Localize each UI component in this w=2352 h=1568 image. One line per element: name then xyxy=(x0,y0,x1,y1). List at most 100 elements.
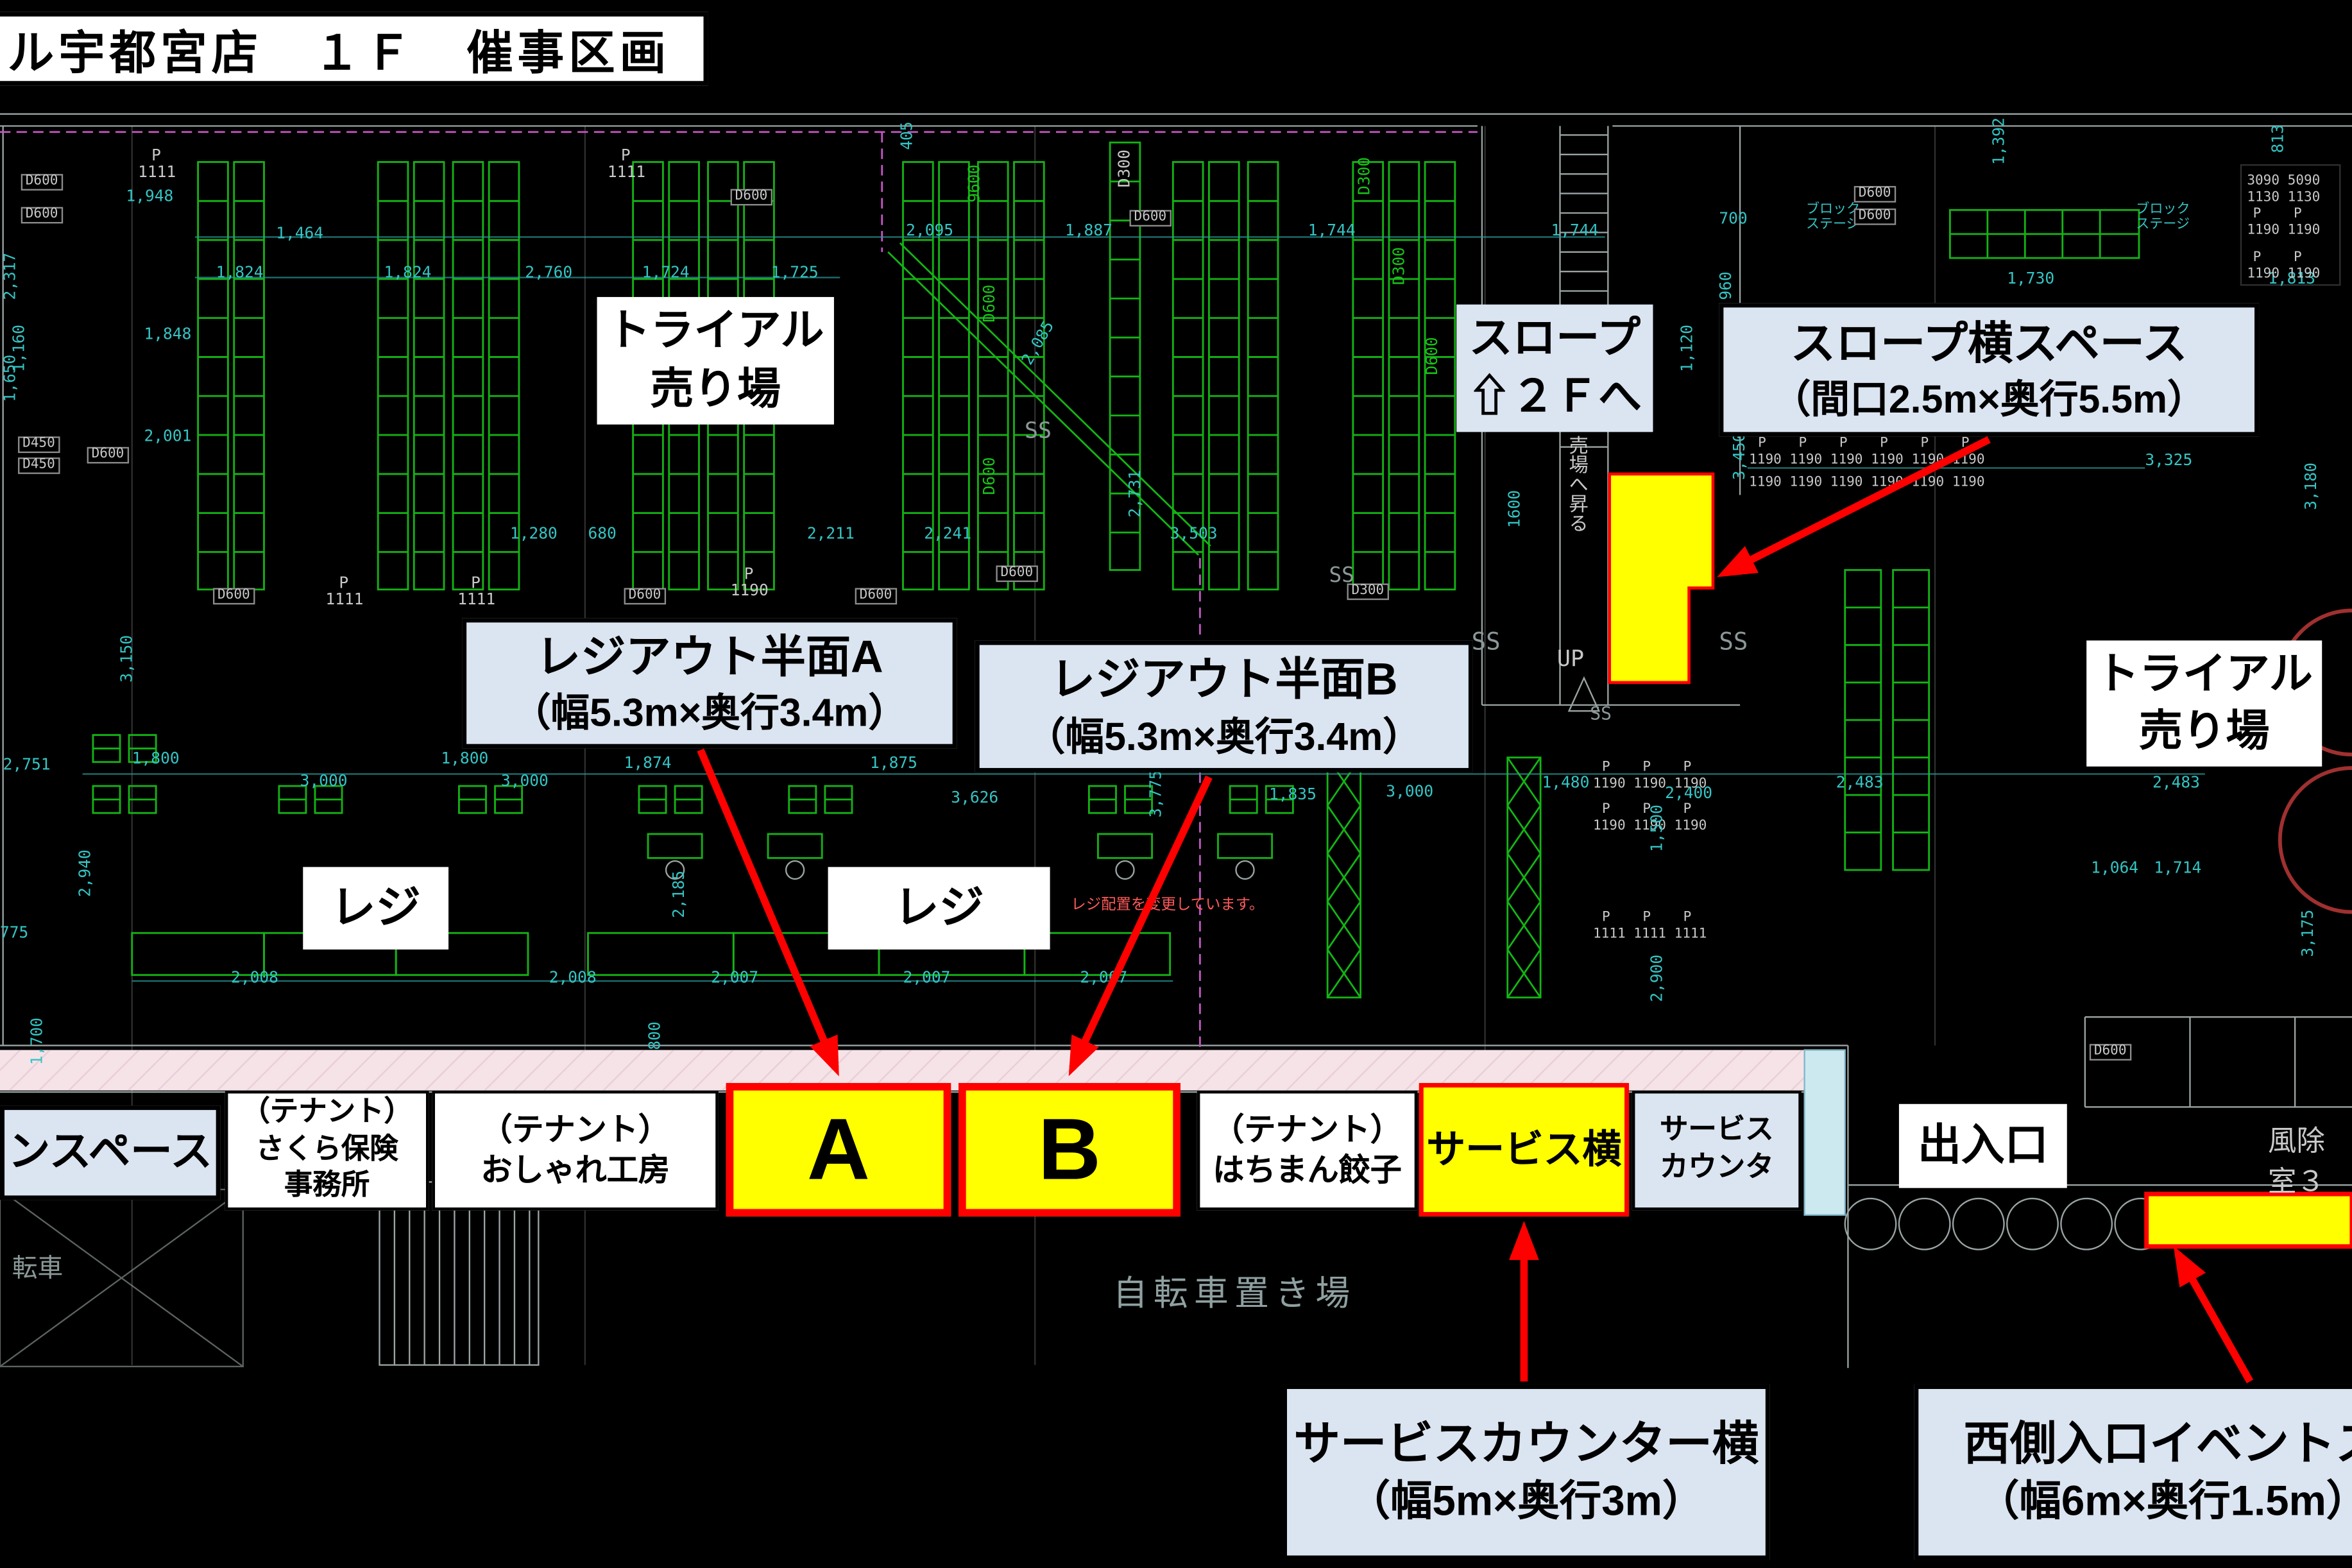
cad-text: 2,940 xyxy=(76,849,95,898)
cad-text: 1,700 xyxy=(28,1018,47,1065)
zone-box-b: B xyxy=(958,1083,1181,1217)
cad-text: 1,848 xyxy=(144,325,192,344)
dimension-lines xyxy=(82,236,2205,982)
cad-text: P xyxy=(471,574,481,593)
cad-text: 1,824 xyxy=(216,264,264,282)
zone-box-service-side: サービス横 xyxy=(1419,1083,1630,1217)
cad-text: 960 xyxy=(1717,271,1736,300)
cad-text: 2,317 xyxy=(1,252,20,300)
zone-letter: B xyxy=(1038,1100,1101,1198)
zone-box-a: A xyxy=(726,1083,951,1217)
cad-text: 2,760 xyxy=(525,264,573,282)
cad-text: D300 xyxy=(1390,247,1409,285)
cad-text: 1,725 xyxy=(771,264,819,282)
cad-text: 3,000 xyxy=(1386,783,1434,801)
label-windbreak-room: 風除室３ xyxy=(2268,1126,2325,1199)
cad-text: 1,280 xyxy=(509,525,558,543)
cad-text: 1190 1190 1190 1190 1190 1190 xyxy=(1749,475,1985,491)
cad-text: D600 xyxy=(1129,210,1172,227)
cad-text: D600 xyxy=(21,207,63,224)
slope-side-highlight xyxy=(1608,472,1715,685)
label-line: スロープ xyxy=(1469,315,1640,364)
cad-text: 1600 xyxy=(1506,490,1524,528)
cad-text: SS xyxy=(1590,703,1612,725)
cad-text: P P xyxy=(2253,207,2302,223)
cad-text: 1190 1190 1190 1190 1190 1190 xyxy=(1749,453,1985,468)
cad-text: 9600 xyxy=(966,164,984,203)
cad-text: D450 xyxy=(18,457,60,474)
cad-text: 2,751 xyxy=(3,756,51,774)
cad-text: D300 xyxy=(1356,157,1374,195)
tenant-box-oshare-kobo: （テナント） おしゃれ工房 xyxy=(432,1090,719,1211)
cad-text: 3,325 xyxy=(2145,451,2193,470)
cad-text: 1,744 xyxy=(1551,222,1599,241)
label-line: （幅6m×奥行1.5m） xyxy=(1977,1478,2352,1525)
west-entrance-highlight xyxy=(2144,1191,2352,1249)
cad-text: 1,800 xyxy=(441,750,489,769)
cad-text: ステージ xyxy=(1805,217,1860,233)
cad-text: 1190 1190 xyxy=(2247,267,2321,282)
cad-text: 1,714 xyxy=(2154,859,2202,878)
up-triangle xyxy=(1567,676,1601,712)
tenant-label: はちまん餃子 xyxy=(1213,1153,1402,1188)
cad-text: D600 xyxy=(730,189,772,206)
label-register-1: レジ xyxy=(303,867,449,950)
cad-text: P P P xyxy=(1601,802,1692,818)
cad-text: 1,813 xyxy=(2268,269,2315,288)
cad-text: 3,503 xyxy=(1170,525,1218,543)
label-line: （幅5m×奥行3m） xyxy=(1348,1478,1705,1525)
label-line: 売り場 xyxy=(650,365,781,414)
tenant-label: （テナント） xyxy=(241,1096,413,1129)
cad-text: D600 xyxy=(981,284,1000,323)
cad-text: 680 xyxy=(588,525,617,543)
cad-text: D450 xyxy=(18,436,60,454)
label-exit: 出入口 xyxy=(1898,1104,2067,1188)
tenant-box-hachiman-gyoza: （テナント） はちまん餃子 xyxy=(1197,1090,1418,1211)
zone-letter: A xyxy=(806,1100,870,1198)
label-trial-sales-floor-left: トライアル 売り場 xyxy=(597,296,834,425)
label-register-out-half-a: レジアウト半面A （幅5.3m×奥行3.4m） xyxy=(462,618,957,749)
cad-text: 2,007 xyxy=(711,969,759,987)
cad-text: 2,483 xyxy=(2152,774,2200,792)
label-line: トライアル xyxy=(607,307,824,356)
label-line: サービスカウンター横 xyxy=(1293,1417,1759,1470)
cad-text: 3,626 xyxy=(951,788,999,807)
cad-text: 2,085 xyxy=(1018,318,1059,368)
page-title: ル宇都宮店 １Ｆ 催事区画 xyxy=(0,12,708,86)
cad-text: 813 xyxy=(2269,124,2288,153)
cad-text: 2,400 xyxy=(1665,784,1713,803)
cad-text: 1,875 xyxy=(870,754,917,773)
cad-text: 3,180 xyxy=(2302,463,2321,510)
cad-text: SS xyxy=(1471,627,1501,656)
zone-label: サービス横 xyxy=(1426,1125,1622,1172)
tenant-label: さくら保険 xyxy=(255,1133,398,1165)
cad-text: D600 xyxy=(855,588,897,605)
cad-text: 2,008 xyxy=(549,969,597,987)
cad-text: 1190 1190 1190 xyxy=(1592,777,1707,792)
cad-text: 1,500 xyxy=(1648,805,1667,852)
cad-text: ステージ xyxy=(2136,217,2190,233)
cad-text: 3090 5090 xyxy=(2247,174,2321,189)
cad-text: 2,241 xyxy=(924,525,972,543)
cad-text: 1,730 xyxy=(2007,269,2055,288)
label-line: （幅5.3m×奥行3.4m） xyxy=(1026,713,1422,759)
cad-text: 2,007 xyxy=(903,969,951,987)
cad-text: 2,007 xyxy=(1080,969,1128,987)
cad-text: D600 xyxy=(1853,185,1896,203)
label-trial-sales-floor-right: トライアル 売り場 xyxy=(2086,640,2322,767)
cad-text: 1,824 xyxy=(384,264,432,282)
cad-text: 1111 1111 1111 xyxy=(1592,926,1707,942)
cad-text: 3,000 xyxy=(500,772,549,791)
tenant-label: カウンタ xyxy=(1659,1152,1774,1184)
label-west-entrance-event-space: 西側入口イベントス （幅6m×奥行1.5m） xyxy=(1914,1384,2352,1560)
label-slope-to-2f: スロープ ⇧２Ｆへ xyxy=(1456,304,1653,432)
label-register-2: レジ xyxy=(828,867,1050,950)
cad-text: 2,731 xyxy=(1126,470,1145,518)
cad-text: 1,650 xyxy=(1,354,20,402)
label-line: レジアウト半面B xyxy=(1050,655,1398,705)
tenant-label: 事務所 xyxy=(284,1170,370,1202)
cad-text: 1111 xyxy=(138,163,176,182)
cad-text: D300 xyxy=(1347,583,1389,601)
cad-text: 1111 xyxy=(325,591,364,609)
